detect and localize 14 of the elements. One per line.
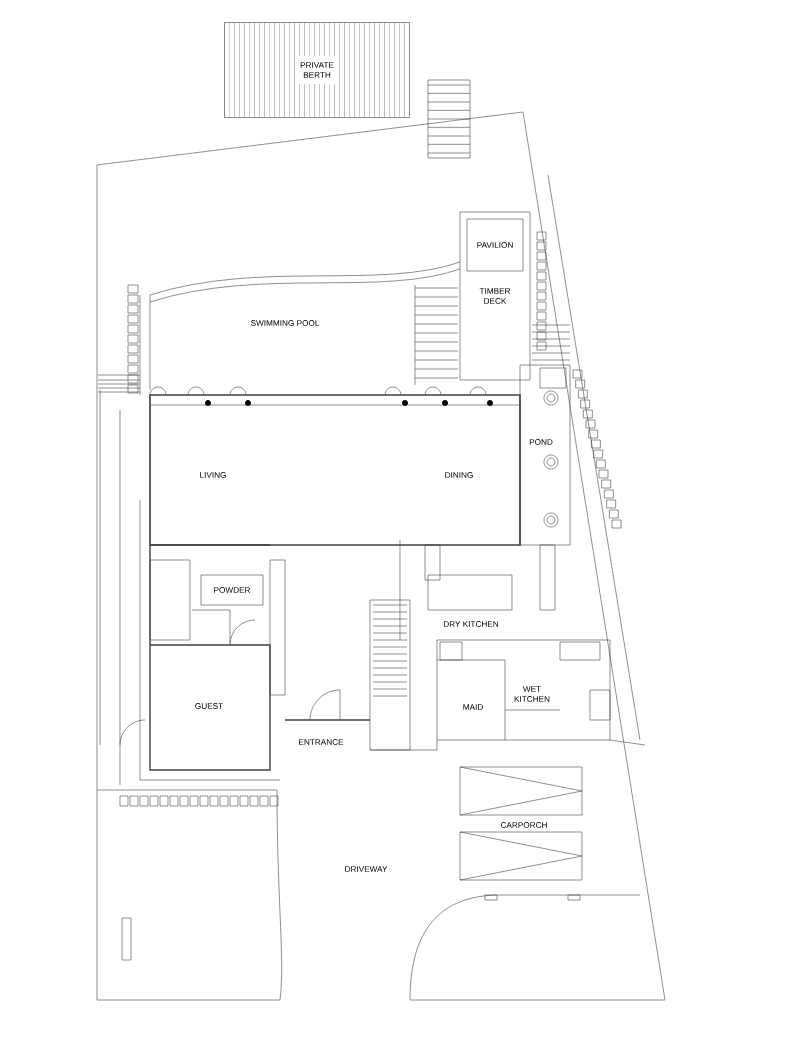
room-label: DRIVEWAY [345, 866, 388, 872]
room-label: DRY KITCHEN [443, 621, 499, 627]
room-label: POND [529, 439, 553, 445]
room-label: WET KITCHEN [514, 686, 550, 702]
room-box: POWDER [200, 574, 264, 606]
room-label: MAID [463, 704, 483, 710]
room-label: LIVING [200, 472, 226, 478]
room-label: SWIMMING POOL [250, 320, 320, 326]
room-label: ENTRANCE [299, 739, 344, 745]
room-label: DINING [445, 472, 473, 478]
room-label: CARPORCH [500, 822, 547, 828]
room-label: GUEST [195, 703, 223, 709]
berth-box: PRIVATE BERTH [224, 22, 410, 118]
pavilion-box: PAVILION [466, 218, 524, 272]
